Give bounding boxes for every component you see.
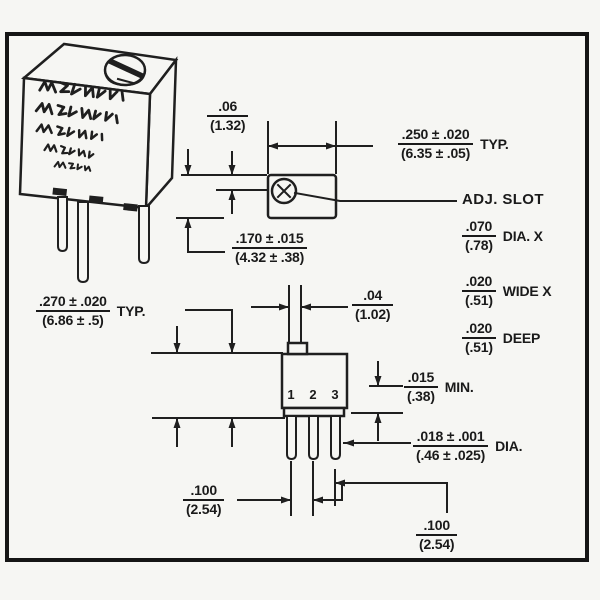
arrowheads (173, 142, 382, 504)
adjust-screw (270, 177, 298, 205)
top-view (266, 173, 338, 220)
perspective-view (18, 42, 179, 284)
frame-border (5, 32, 589, 562)
dim-pin-pitch-12: .100(2.54) (183, 483, 225, 517)
dim-body-depth: .170 ± .015(4.32 ± .38) (232, 231, 308, 265)
pin-label-3: 3 (331, 387, 339, 402)
dim-slot-wide: .020(.51) WIDE X (462, 274, 552, 308)
adj-slot-label: ADJ. SLOT (462, 191, 544, 208)
dim-pin-dia: .018 ± .001(.46 ± .025) DIA. (413, 429, 523, 463)
perspective-legs (57, 196, 150, 284)
dim-body-width: .250 ± .020(6.35 ± .05) TYP. (398, 127, 509, 161)
dim-slot-width: .04(1.02) (352, 288, 394, 322)
dimension-lines (151, 121, 457, 516)
pin-label-2: 2 (309, 387, 317, 402)
pin-label-1: 1 (287, 387, 295, 402)
dim-slot-dia: .070(.78) DIA. X (462, 219, 543, 253)
part-marking-scribble (34, 80, 125, 172)
front-view (280, 341, 349, 461)
dim-body-height: .270 ± .020(6.86 ± .5) TYP. (36, 294, 145, 328)
dim-slot-deep: .020(.51) DEEP (462, 321, 540, 355)
screw-head (103, 53, 147, 87)
dim-screw-offset: .06(1.32) (207, 99, 249, 133)
dim-pin-pitch-23: .100(2.54) (416, 518, 458, 552)
dim-standoff: .015(.38) MIN. (404, 370, 474, 404)
front-legs (286, 415, 341, 461)
